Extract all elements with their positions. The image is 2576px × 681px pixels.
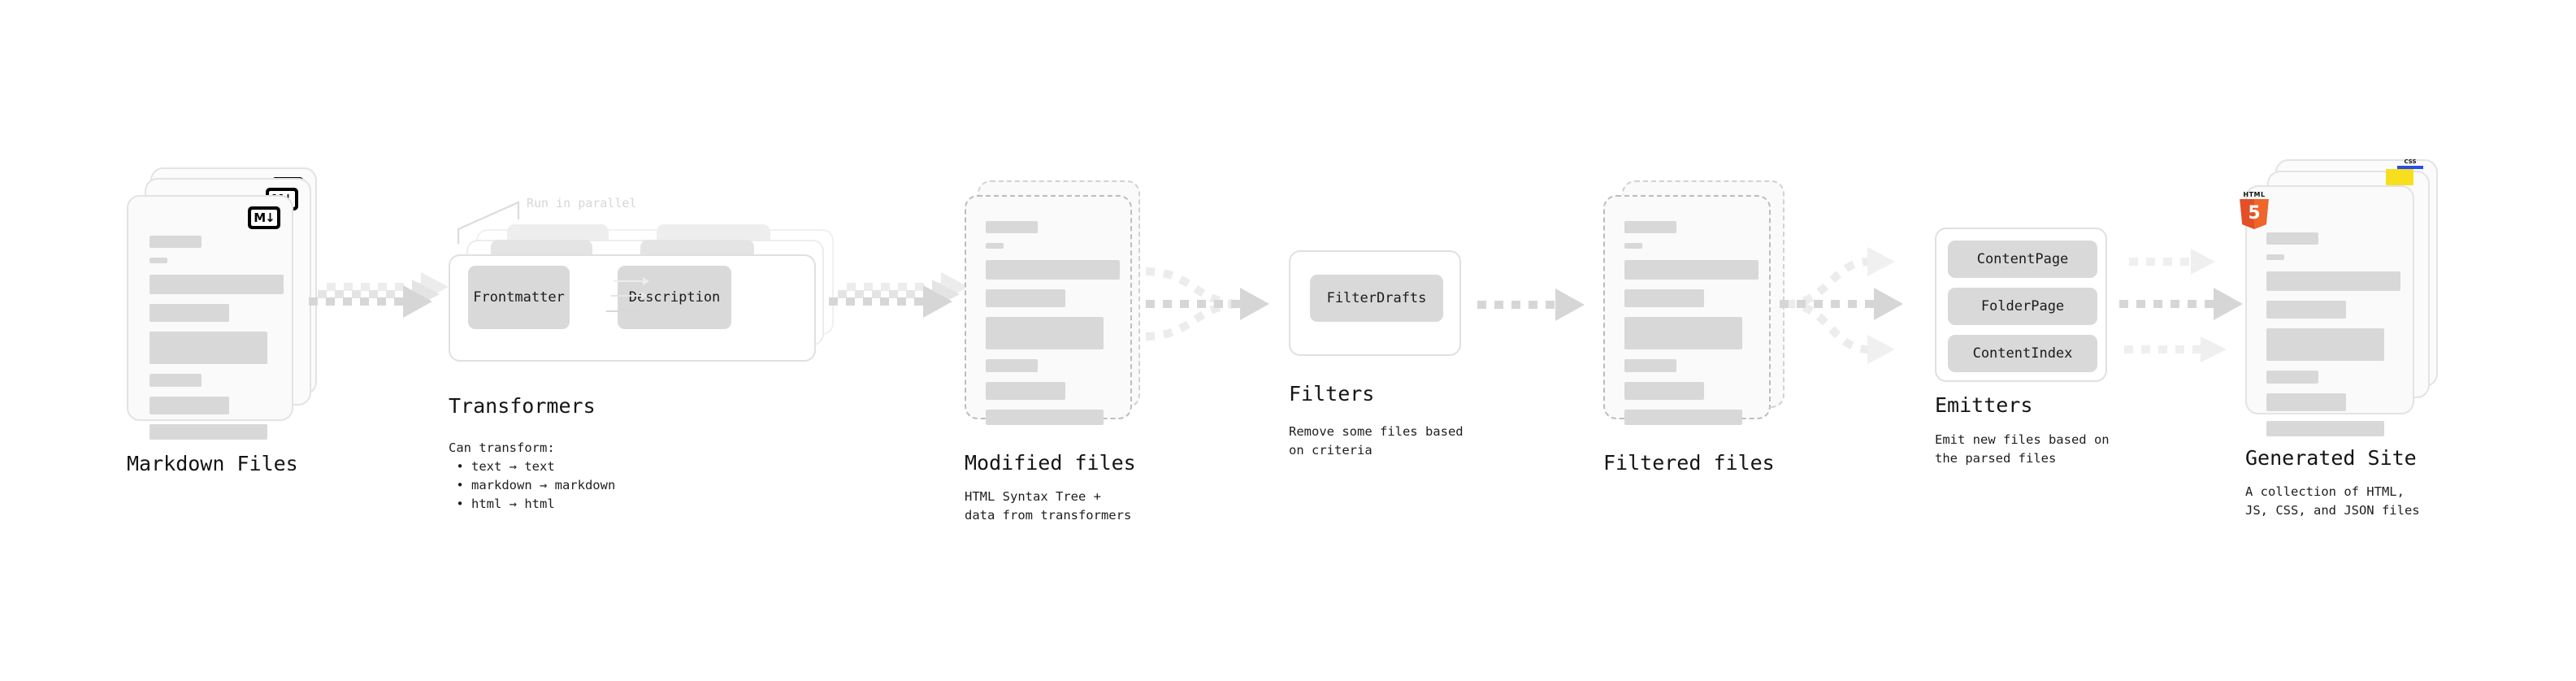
modified-card-front (965, 195, 1132, 425)
css-badge-icon: CSS (2396, 158, 2425, 169)
site-card-front: HTML 5 (2240, 185, 2414, 436)
stage-title-modified-files: Modified files (965, 451, 1136, 475)
js-badge-icon (2386, 169, 2413, 185)
filters-box: FilterDrafts (1289, 250, 1461, 356)
transformer-chip-frontmatter[interactable]: Frontmatter (468, 266, 570, 329)
emitter-chip-folderpage[interactable]: FolderPage (1948, 288, 2097, 325)
markdown-card-content (150, 236, 284, 449)
connector-transformers-to-modified (829, 272, 969, 318)
css-badge-label: CSS (2404, 158, 2417, 165)
transformers-box: Frontmatter Description (449, 254, 816, 362)
run-in-parallel-label: Run in parallel (527, 196, 637, 210)
markdown-card-front: M↓ (127, 195, 293, 440)
filter-chip-filterdrafts[interactable]: FilterDrafts (1310, 275, 1443, 322)
modified-card-content (986, 221, 1120, 435)
html5-badge-label: HTML (2243, 191, 2266, 198)
run-in-parallel-brace-icon (457, 201, 520, 244)
markdown-badge-icon: M↓ (248, 206, 280, 229)
connector-emitters-to-site (2119, 249, 2243, 362)
transformer-chip-description[interactable]: Description (618, 266, 731, 329)
stage-subtitle-generated-site: A collection of HTML, JS, CSS, and JSON … (2245, 484, 2420, 518)
stage-title-generated-site: Generated Site (2245, 446, 2417, 470)
stage-title-filters: Filters (1289, 382, 1375, 406)
site-card-content (2266, 232, 2400, 446)
stage-subtitle-modified-files: HTML Syntax Tree + data from transformer… (965, 489, 1132, 523)
html5-badge-digit: 5 (2248, 202, 2261, 223)
stage-title-transformers: Transformers (449, 394, 596, 418)
connector-filtered-to-emitters (1780, 247, 1903, 364)
filtered-card-front (1603, 195, 1771, 425)
transformer-inner-arrows-icon (606, 277, 649, 315)
stage-subtitle-transformers: Can transform: • text → text • markdown … (449, 440, 616, 511)
emitters-box: ContentPage FolderPage ContentIndex (1935, 228, 2107, 382)
connector-modified-to-filters (1145, 267, 1269, 340)
connector-filters-to-filtered (1477, 288, 1585, 321)
connector-markdown-to-transformers (309, 272, 449, 318)
stage-subtitle-emitters: Emit new files based on the parsed files (1935, 432, 2110, 466)
stage-title-emitters: Emitters (1935, 393, 2033, 417)
stage-subtitle-filters: Remove some files based on criteria (1289, 424, 1464, 458)
emitter-chip-contentpage[interactable]: ContentPage (1948, 241, 2097, 278)
html5-badge-icon: HTML 5 (2237, 192, 2271, 229)
filtered-card-content (1624, 221, 1759, 435)
emitter-chip-contentindex[interactable]: ContentIndex (1948, 335, 2097, 372)
stage-title-markdown-files: Markdown Files (127, 452, 298, 475)
stage-title-filtered-files: Filtered files (1603, 451, 1775, 475)
